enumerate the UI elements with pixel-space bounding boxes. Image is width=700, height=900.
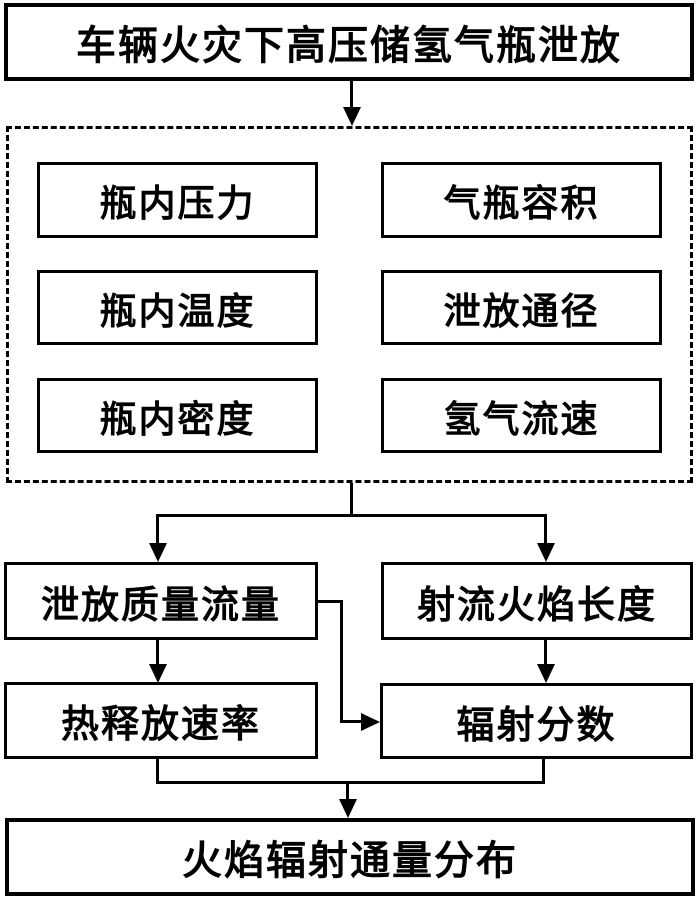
z-connector-vertical-line [340, 600, 343, 723]
split-right-arrow-head [537, 543, 555, 562]
param-box-flow-velocity: 氢气流速 [381, 378, 662, 453]
arrow-massflow-to-heatrelease-head [149, 664, 167, 683]
arrow-source-to-params-head [343, 107, 361, 126]
arrow-flamelength-to-radfraction-head [537, 664, 555, 683]
arrow-source-to-params-line [350, 81, 353, 109]
split-right-line [544, 514, 547, 543]
heat-release-box: 热释放速率 [4, 682, 318, 759]
arrow-flamelength-to-radfraction-line [544, 640, 547, 665]
z-connector-bottom-line [340, 720, 362, 723]
arrow-merge-to-output-line [346, 781, 349, 800]
radiative-fraction-box: 辐射分数 [380, 683, 693, 759]
merge-left-line [156, 759, 159, 784]
params-group-box [6, 126, 693, 483]
param-box-volume: 气瓶容积 [381, 162, 662, 238]
param-box-temperature: 瓶内温度 [37, 270, 318, 345]
param-box-pressure: 瓶内压力 [37, 162, 318, 238]
source-box: 车辆火灾下高压储氢气瓶泄放 [4, 3, 694, 81]
split-left-line [156, 514, 159, 543]
flame-length-box: 射流火焰长度 [381, 562, 693, 640]
arrow-merge-to-output-head [339, 799, 357, 818]
output-box: 火焰辐射通量分布 [5, 818, 695, 896]
merge-horizontal-line [156, 781, 545, 784]
mass-flow-box: 泄放质量流量 [4, 562, 318, 640]
param-box-orifice: 泄放通径 [381, 270, 662, 345]
split-stem-line [350, 483, 353, 517]
split-left-arrow-head [149, 543, 167, 562]
z-connector-arrow-head [361, 713, 380, 731]
z-connector-top-line [318, 600, 343, 603]
param-box-density: 瓶内密度 [37, 378, 318, 453]
merge-right-line [542, 759, 545, 784]
arrow-massflow-to-heatrelease-line [156, 640, 159, 665]
split-horizontal-line [157, 514, 547, 517]
